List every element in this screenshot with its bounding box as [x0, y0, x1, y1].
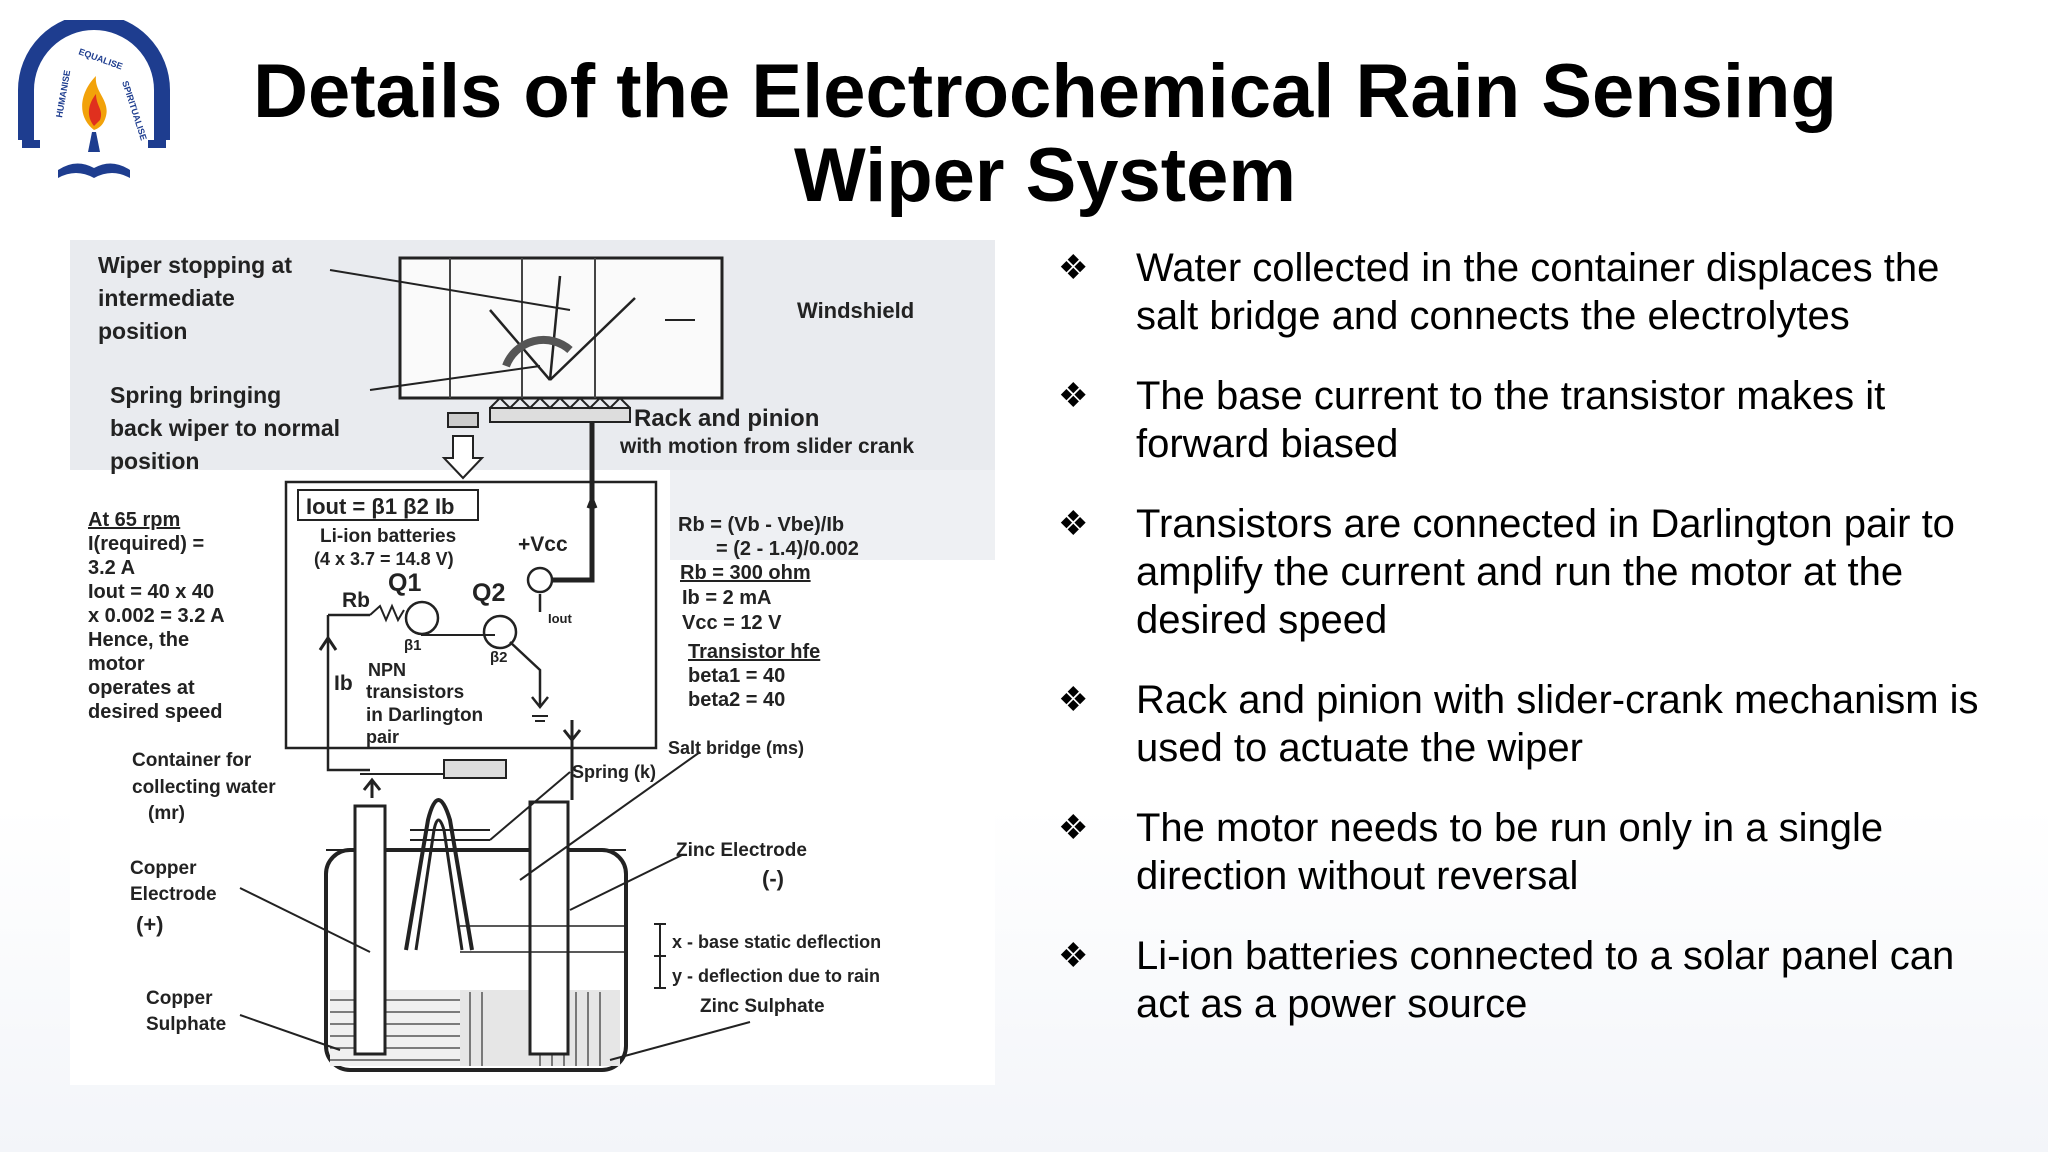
label-q1: Q1: [388, 569, 421, 597]
bullet-item: ❖ The motor needs to be run only in a si…: [1056, 804, 1996, 900]
label-zinc-electrode-2: (-): [762, 866, 784, 891]
svg-text:SPIRITUALISE: SPIRITUALISE: [120, 80, 149, 142]
label-npn-2: transistors: [366, 682, 464, 703]
bullet-list: ❖ Water collected in the container displ…: [1056, 244, 1996, 1060]
bullet-text: Water collected in the container displac…: [1136, 246, 1940, 338]
bullet-item: ❖ The base current to the transistor mak…: [1056, 372, 1996, 468]
label-spring-back-2: back wiper to normal: [110, 415, 340, 441]
label-copper-electrode-2: Electrode: [130, 884, 217, 905]
right-calc-1: Rb = (Vb - Vbe)/Ib: [678, 514, 844, 536]
left-calc-9: desired speed: [88, 701, 223, 723]
bullet-text: Transistors are connected in Darlington …: [1136, 502, 1955, 642]
label-container-2: collecting water: [132, 777, 276, 798]
label-wiper-stop-3: position: [98, 318, 187, 344]
label-copper-sulphate-1: Copper: [146, 988, 213, 1009]
label-iout-formula: Iout = β1 β2 Ib: [306, 494, 455, 519]
bullet-text: The motor needs to be run only in a sing…: [1136, 806, 1884, 898]
label-npn-3: in Darlington: [366, 705, 483, 726]
bullet-text: Li-ion batteries connected to a solar pa…: [1136, 934, 1955, 1026]
left-calc-5: x 0.002 = 3.2 A: [88, 605, 225, 627]
label-ib: Ib: [334, 672, 353, 695]
right-calc-5: Vcc = 12 V: [682, 612, 782, 634]
label-iout: Iout: [548, 611, 572, 626]
label-copper-electrode-1: Copper: [130, 858, 197, 879]
label-wiper-stop-1: Wiper stopping at: [98, 252, 292, 278]
right-calc-8: beta2 = 40: [688, 689, 785, 711]
windshield-box: [398, 256, 724, 400]
wiper-system-diagram: Wiper stopping at intermediate position …: [70, 240, 995, 1085]
right-calc-3: Rb = 300 ohm: [680, 562, 811, 584]
bullet-item: ❖ Water collected in the container displ…: [1056, 244, 1996, 340]
label-liion: Li-ion batteries: [320, 526, 456, 547]
diamond-bullet-icon: ❖: [1058, 681, 1089, 719]
label-copper-sulphate-2: Sulphate: [146, 1014, 226, 1035]
label-spring-back-3: position: [110, 448, 199, 474]
bullet-text: The base current to the transistor makes…: [1136, 374, 1886, 466]
left-calc-7: motor: [88, 653, 145, 675]
copper-electrode: [353, 804, 387, 1056]
label-beta2: β2: [490, 649, 508, 666]
diamond-bullet-icon: ❖: [1058, 809, 1089, 847]
label-spring-back-1: Spring bringing: [110, 382, 281, 408]
diamond-bullet-icon: ❖: [1058, 505, 1089, 543]
diagram-svg: Wiper stopping at intermediate position …: [70, 240, 995, 1072]
left-calc-6: Hence, the: [88, 629, 189, 651]
right-calc-7: beta1 = 40: [688, 665, 785, 687]
label-windshield: Windshield: [797, 298, 914, 323]
label-container-1: Container for: [132, 750, 252, 771]
label-q2: Q2: [472, 579, 505, 607]
left-calc-2: I(required) =: [88, 533, 204, 555]
title-line-2: Wiper System: [794, 133, 1296, 218]
right-calc-4: Ib = 2 mA: [682, 587, 771, 609]
slide-title: Details of the Electrochemical Rain Sens…: [180, 50, 1910, 218]
left-calc-4: Iout = 40 x 40: [88, 581, 214, 603]
label-y-deflection: y - deflection due to rain: [672, 966, 880, 986]
diamond-bullet-icon: ❖: [1058, 249, 1089, 287]
right-calc-2: = (2 - 1.4)/0.002: [716, 538, 859, 560]
label-salt-bridge: Salt bridge (ms): [668, 738, 804, 758]
zinc-electrode: [528, 800, 570, 1056]
label-liion-calc: (4 x 3.7 = 14.8 V): [314, 549, 454, 569]
left-calc-3: 3.2 A: [88, 557, 135, 579]
svg-text:EQUALISE: EQUALISE: [77, 46, 124, 71]
bullet-item: ❖ Rack and pinion with slider-crank mech…: [1056, 676, 1996, 772]
left-calc-8: operates at: [88, 677, 195, 699]
label-zinc-sulphate: Zinc Sulphate: [700, 996, 825, 1017]
label-npn-4: pair: [366, 727, 399, 747]
bullet-text: Rack and pinion with slider-crank mechan…: [1136, 678, 1979, 770]
label-spring-k: Spring (k): [572, 762, 656, 782]
label-zinc-electrode-1: Zinc Electrode: [676, 840, 807, 861]
left-calc-1: At 65 rpm: [88, 509, 180, 531]
svg-text:HUMANISE: HUMANISE: [54, 69, 72, 118]
logo: HUMANISE EQUALISE SPIRITUALISE: [18, 14, 170, 190]
bullet-item: ❖ Li-ion batteries connected to a solar …: [1056, 932, 1996, 1028]
label-container-3: (mr): [148, 803, 185, 824]
label-rack-pinion: Rack and pinion: [634, 405, 819, 432]
label-vcc: +Vcc: [518, 533, 568, 556]
label-rb: Rb: [342, 589, 370, 612]
salt-bridge: [404, 798, 474, 951]
label-rack-motion: with motion from slider crank: [619, 435, 914, 458]
torch-book-emblem-icon: HUMANISE EQUALISE SPIRITUALISE: [18, 14, 170, 178]
right-calc-6: Transistor hfe: [688, 641, 820, 663]
label-x-deflection: x - base static deflection: [672, 932, 881, 952]
rack-bar: [489, 407, 631, 423]
diamond-bullet-icon: ❖: [1058, 377, 1089, 415]
label-copper-electrode-3: (+): [136, 912, 164, 937]
bullet-item: ❖ Transistors are connected in Darlingto…: [1056, 500, 1996, 644]
label-npn-1: NPN: [368, 660, 406, 680]
label-beta1: β1: [404, 637, 422, 654]
water-container: [443, 759, 507, 779]
title-line-1: Details of the Electrochemical Rain Sens…: [253, 49, 1837, 134]
label-wiper-stop-2: intermediate: [98, 285, 235, 311]
diamond-bullet-icon: ❖: [1058, 937, 1089, 975]
